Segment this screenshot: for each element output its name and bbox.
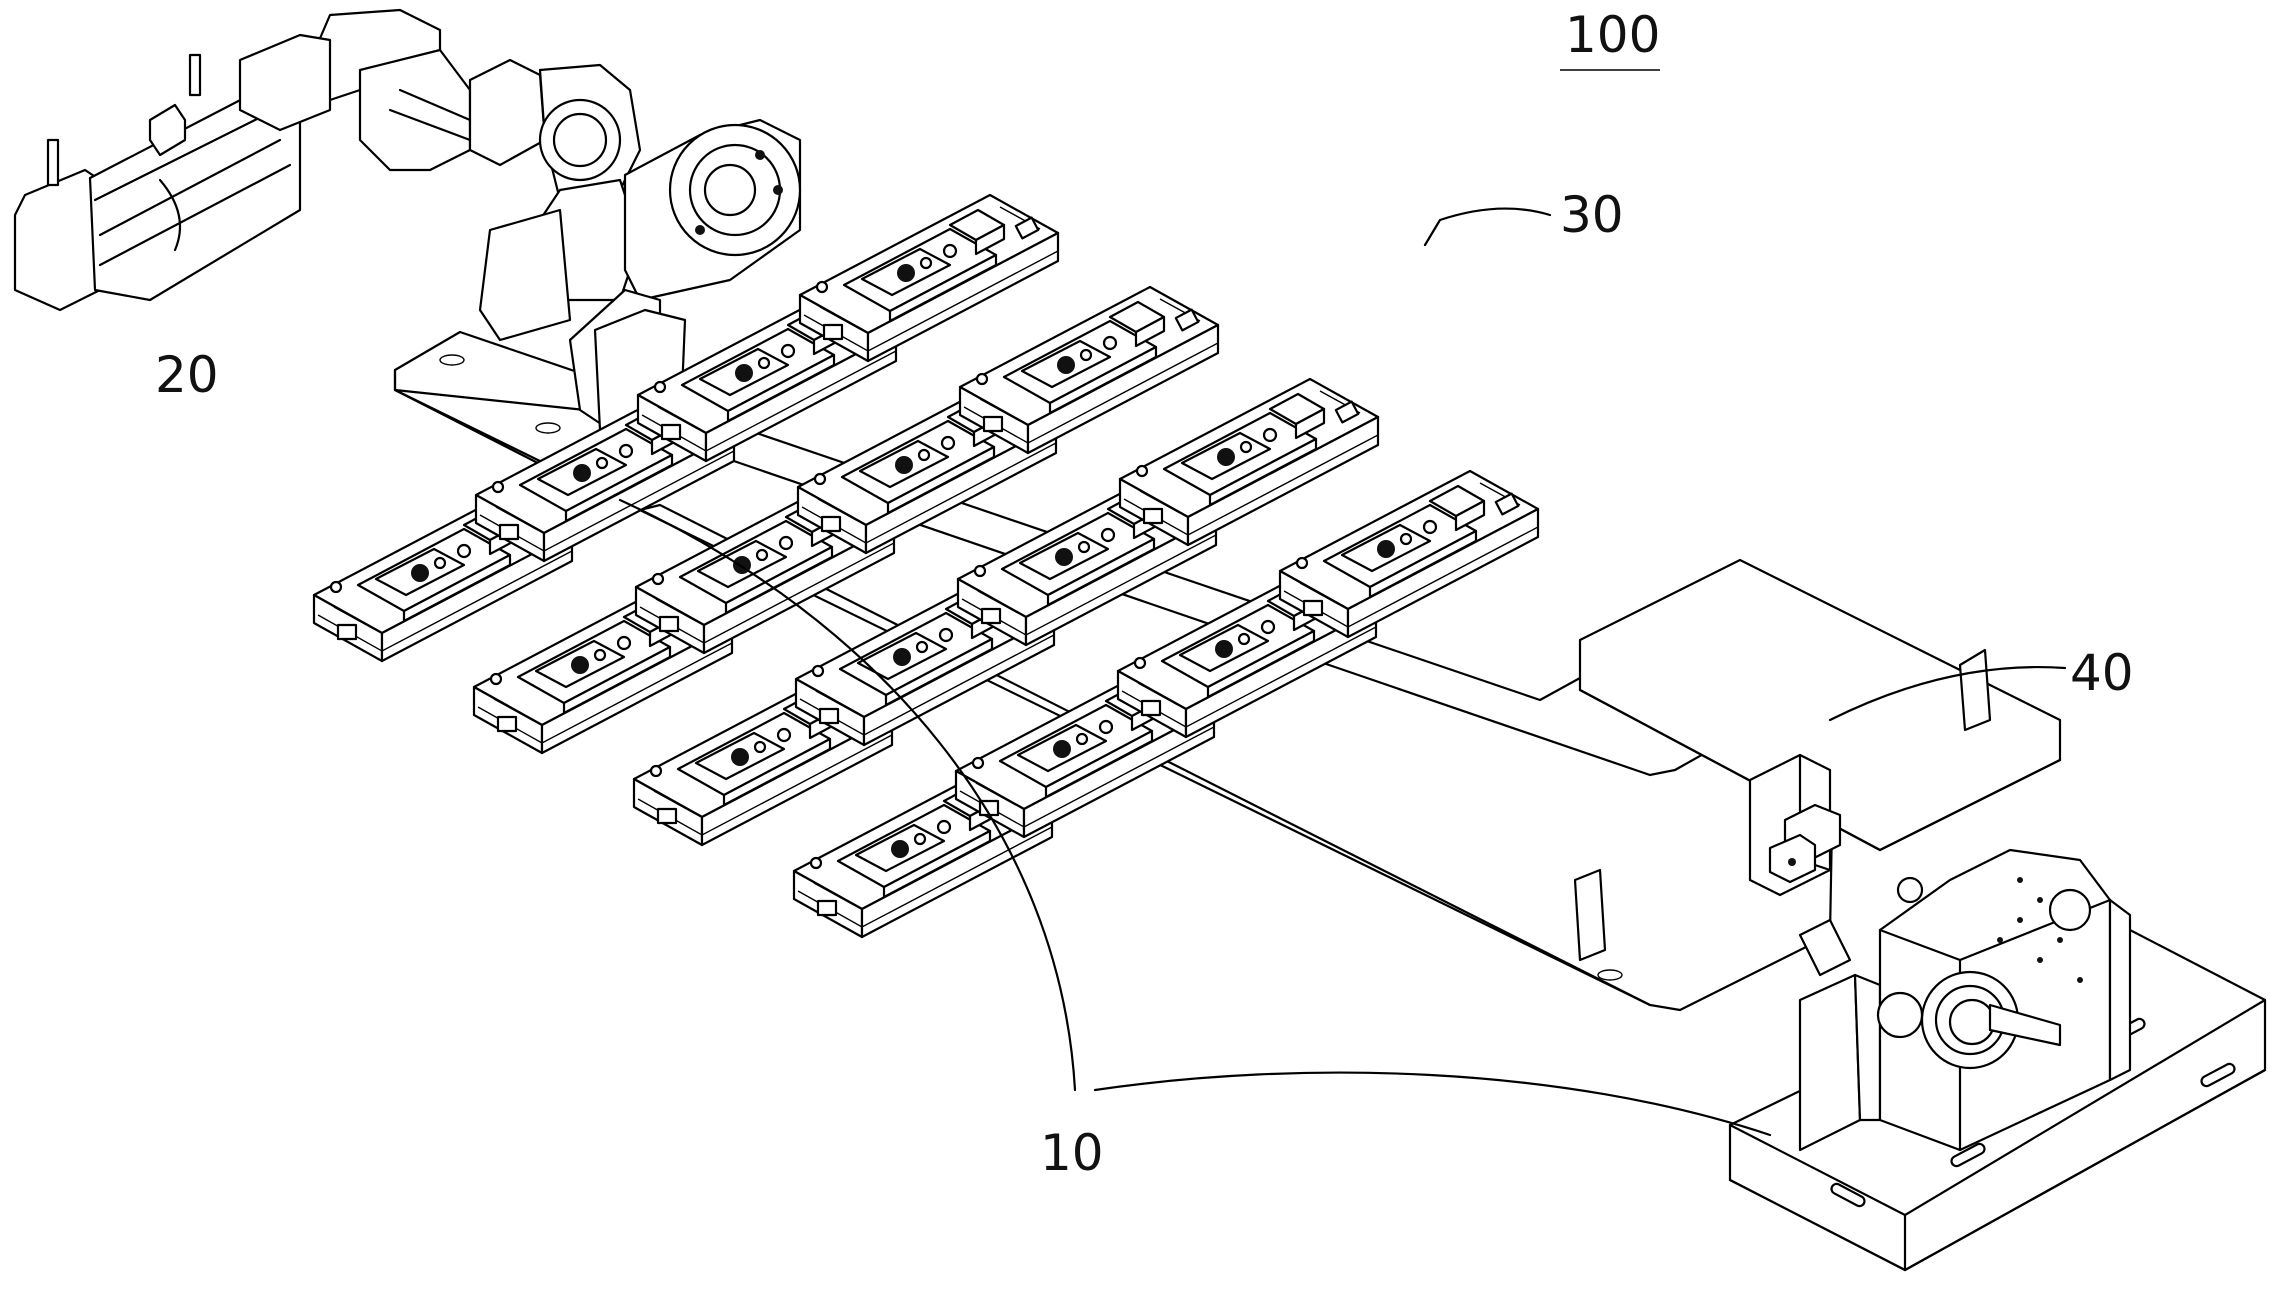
- leader-base-right: [1095, 1073, 1770, 1135]
- fixture-8: [960, 287, 1218, 453]
- label-motor: 20: [155, 346, 219, 404]
- leader-fixtures: [1425, 209, 1550, 245]
- label-fixtures: 30: [1560, 186, 1624, 244]
- fixture-16: [1280, 471, 1538, 637]
- label-base: 10: [1040, 1124, 1104, 1182]
- fixture-4: [800, 195, 1058, 361]
- assembly-label: 100: [1565, 6, 1660, 64]
- fixture-12: [1120, 379, 1378, 545]
- label-sensor: 40: [2070, 644, 2134, 702]
- right-bearing-support: [1730, 850, 2265, 1270]
